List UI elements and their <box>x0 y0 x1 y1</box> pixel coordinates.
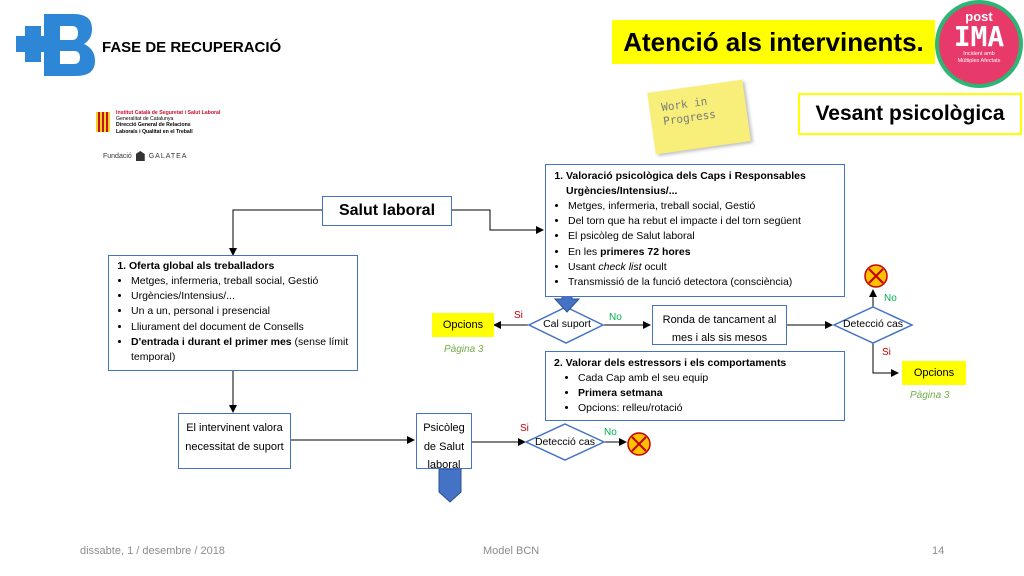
galatea-mark-icon <box>135 151 145 161</box>
pagina-right-link[interactable]: Pàgina 3 <box>910 390 950 401</box>
plus-b-logo-icon <box>16 14 95 76</box>
generalitat-flag-icon <box>96 112 110 132</box>
institut-name: Institut Català de Seguretat i Salut Lab… <box>116 110 221 116</box>
oferta-item: D'entrada i durant el primer mes (sense … <box>131 335 351 365</box>
opcions-left-label: Opcions <box>442 319 484 331</box>
sticky-note: Work in Progress <box>647 79 751 155</box>
valoracio-item-italic: check list <box>598 260 642 273</box>
si-label: Si <box>514 310 523 321</box>
cross-circle-icon <box>627 432 651 456</box>
valoracio-item-pre: Usant <box>568 260 599 273</box>
opcions-right-label: Opcions <box>913 367 955 379</box>
salut-laboral-label: Salut laboral <box>338 202 436 219</box>
intervinent-box: El intervinent valora necessitat de supo… <box>178 413 291 469</box>
valoracio-item-bold: primeres 72 hores <box>600 245 691 258</box>
post-ima-logo: post IMA Incident amb Múltiples Afectats <box>935 0 1023 88</box>
fundacio-prefix: Fundació <box>103 152 132 160</box>
valoracio-item: Metges, infermeria, treball social, Gest… <box>568 199 838 214</box>
down-arrow-icon <box>438 468 462 503</box>
oferta-global-box: Oferta global als treballadors Metges, i… <box>108 255 358 371</box>
institut-line: Direcció General de Relacions <box>116 122 191 129</box>
post-ima-top: post <box>965 9 993 24</box>
oferta-item: Metges, infermeria, treball social, Gest… <box>131 274 351 289</box>
pagina-left-link[interactable]: Pàgina 3 <box>444 344 484 355</box>
intervinent-text: El intervinent valora necessitat de supo… <box>185 422 284 453</box>
ronda-box: Ronda de tancament al mes i als sis meso… <box>652 305 787 345</box>
post-ima-tagline: Incident amb Múltiples Afectats <box>957 51 1001 64</box>
cross-circle-icon <box>864 264 888 288</box>
oferta-item-rest: (sense límit temporal) <box>131 335 349 364</box>
decision-cal-suport <box>527 306 605 344</box>
decision-deteccio-right <box>832 306 914 344</box>
valoracio-item: Del torn que ha rebut el impacte i del t… <box>568 214 838 229</box>
estressors-item: Opcions: relleu/rotació <box>578 401 836 416</box>
deteccio-bottom-label: Detecció cas <box>534 436 596 448</box>
si-label: Si <box>520 423 529 434</box>
valoracio-item: En les primeres 72 hores <box>568 245 838 260</box>
footer-model: Model BCN <box>483 545 540 557</box>
no-label: No <box>884 293 897 304</box>
phase-label: FASE DE RECUPERACIÓ <box>102 39 282 56</box>
salut-laboral-node: Salut laboral <box>322 196 452 226</box>
valoracio-item-pre: En les <box>568 245 601 258</box>
si-label: Si <box>882 347 891 358</box>
valoracio-item: Transmissió de la funció detectora (cons… <box>568 275 838 290</box>
oferta-item: Lliurament del document de Consells <box>131 320 351 335</box>
opcions-left-button[interactable]: Opcions <box>432 313 494 337</box>
page-title: Atenció als intervinents. <box>612 20 935 64</box>
fundacio-galatea-logo: Fundació GALATEA <box>103 151 187 161</box>
opcions-right-button[interactable]: Opcions <box>902 361 966 385</box>
subtitle-text: Vesant psicològica <box>815 102 1005 125</box>
oferta-title: Oferta global als treballadors <box>129 260 275 272</box>
footer-page-number: 14 <box>932 545 945 557</box>
decision-deteccio-bottom <box>524 423 606 461</box>
fundacio-name: GALATEA <box>148 152 188 160</box>
psicoleg-box: Psicòleg de Salut laboral <box>416 413 472 471</box>
subtitle-box: Vesant psicològica <box>798 93 1022 135</box>
valoracio-title: Valoració psicològica dels Caps i Respon… <box>566 170 806 197</box>
oferta-item: Urgències/Intensius/... <box>131 289 351 304</box>
estressors-box: 2. Valorar dels estressors i els comport… <box>545 351 845 421</box>
valoracio-item-post: ocult <box>641 260 667 273</box>
cal-suport-label: Cal suport <box>543 318 591 330</box>
no-label: No <box>604 427 617 438</box>
footer-date: dissabte, 1 / desembre / 2018 <box>80 545 225 557</box>
ronda-text: Ronda de tancament al mes i als sis meso… <box>662 314 777 344</box>
post-ima-main: IMA <box>953 20 1005 53</box>
estressors-item: Cada Cap amb el seu equip <box>578 371 836 386</box>
oferta-item-bold: D'entrada i durant el primer mes <box>131 335 292 348</box>
valoracio-item: El psicòleg de Salut laboral <box>568 229 838 244</box>
estressors-title: 2. Valorar dels estressors i els comport… <box>554 357 787 369</box>
institut-line: Generalitat de Catalunya <box>116 116 174 123</box>
deteccio-right-label: Detecció cas <box>842 318 904 330</box>
valoracio-item: Usant check list ocult <box>568 260 838 275</box>
estressors-item: Primera setmana <box>578 386 836 401</box>
institut-line: Laborals i Qualitat en el Treball <box>116 128 193 135</box>
institut-logo: Institut Català de Seguretat i Salut Lab… <box>96 110 226 136</box>
oferta-item: Un a un, personal i presencial <box>131 304 351 319</box>
psicoleg-text: Psicòleg de Salut laboral <box>423 422 465 471</box>
no-label: No <box>609 312 622 323</box>
page-title-text: Atenció als intervinents. <box>623 27 924 57</box>
valoracio-box: Valoració psicològica dels Caps i Respon… <box>545 164 845 297</box>
